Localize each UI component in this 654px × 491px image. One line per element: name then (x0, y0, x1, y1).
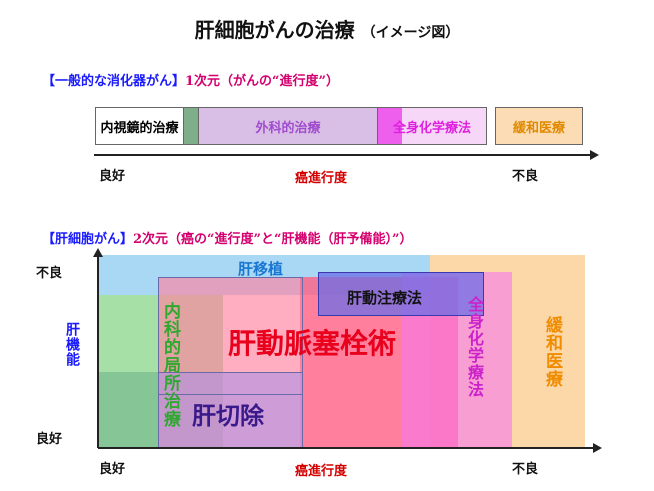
bar-segment-overlap (183, 107, 199, 145)
label-local: 内科的局所治療 (160, 302, 180, 428)
y-axis-label: 肝機能 (64, 322, 80, 367)
bar-segment-surgery: 外科的治療 (198, 107, 378, 145)
stage-axis-right: 不良 (512, 169, 539, 184)
y-axis-top: 不良 (36, 266, 63, 281)
x-axis-mid: 癌進行度 (295, 464, 348, 479)
label-hai: 肝動注療法 (347, 289, 423, 307)
label-chemo: 全身化学療法 (465, 296, 484, 398)
region-resection (158, 372, 303, 448)
section1-heading: 【一般的な消化器がん】1次元（がんの“進行度”） (42, 70, 339, 89)
bar-segment-label: 外科的治療 (255, 120, 321, 136)
x-axis-right: 不良 (512, 462, 539, 477)
section2-heading-mark: 【肝細胞がん】 (42, 232, 134, 247)
stage-axis-left: 良好 (99, 169, 126, 184)
y-axis-bottom: 良好 (36, 432, 63, 447)
region-hai (318, 272, 484, 316)
section2-heading-rest: 2次元（癌の“進行度”と“肝機能（肝予備能）”） (133, 232, 413, 247)
bar-segment-endoscopic: 内視鏡的治療 (95, 107, 184, 145)
label-resection: 肝切除 (192, 401, 264, 430)
bar-segment-label: 内視鏡的治療 (100, 120, 179, 136)
label-transplant: 肝移植 (238, 260, 284, 278)
bar-segment-label: 全身化学療法 (392, 120, 471, 136)
region-outline (158, 277, 303, 395)
section1-heading-rest: 1次元（がんの“進行度”） (185, 74, 340, 89)
bar-segment-label: 緩和医療 (512, 120, 565, 136)
bar-segment-chemo: 全身化学療法 (377, 107, 487, 145)
page-title: 肝細胞がんの治療 （イメージ図） (0, 14, 654, 43)
section2-heading: 【肝細胞がん】2次元（癌の“進行度”と“肝機能（肝予備能）”） (42, 228, 412, 247)
label-tace: 肝動脈塞栓術 (228, 327, 397, 360)
title-sub: （イメージ図） (361, 25, 460, 41)
stage-axis-mid: 癌進行度 (295, 171, 348, 186)
stage-axis-arrow (94, 150, 599, 160)
map-axes (93, 248, 602, 453)
section1-heading-mark: 【一般的な消化器がん】 (42, 74, 186, 89)
bar-segment-palliative: 緩和医療 (495, 107, 583, 145)
label-palliative: 緩和医療 (542, 316, 562, 388)
title-main: 肝細胞がんの治療 (194, 18, 355, 42)
x-axis-left: 良好 (99, 462, 126, 477)
